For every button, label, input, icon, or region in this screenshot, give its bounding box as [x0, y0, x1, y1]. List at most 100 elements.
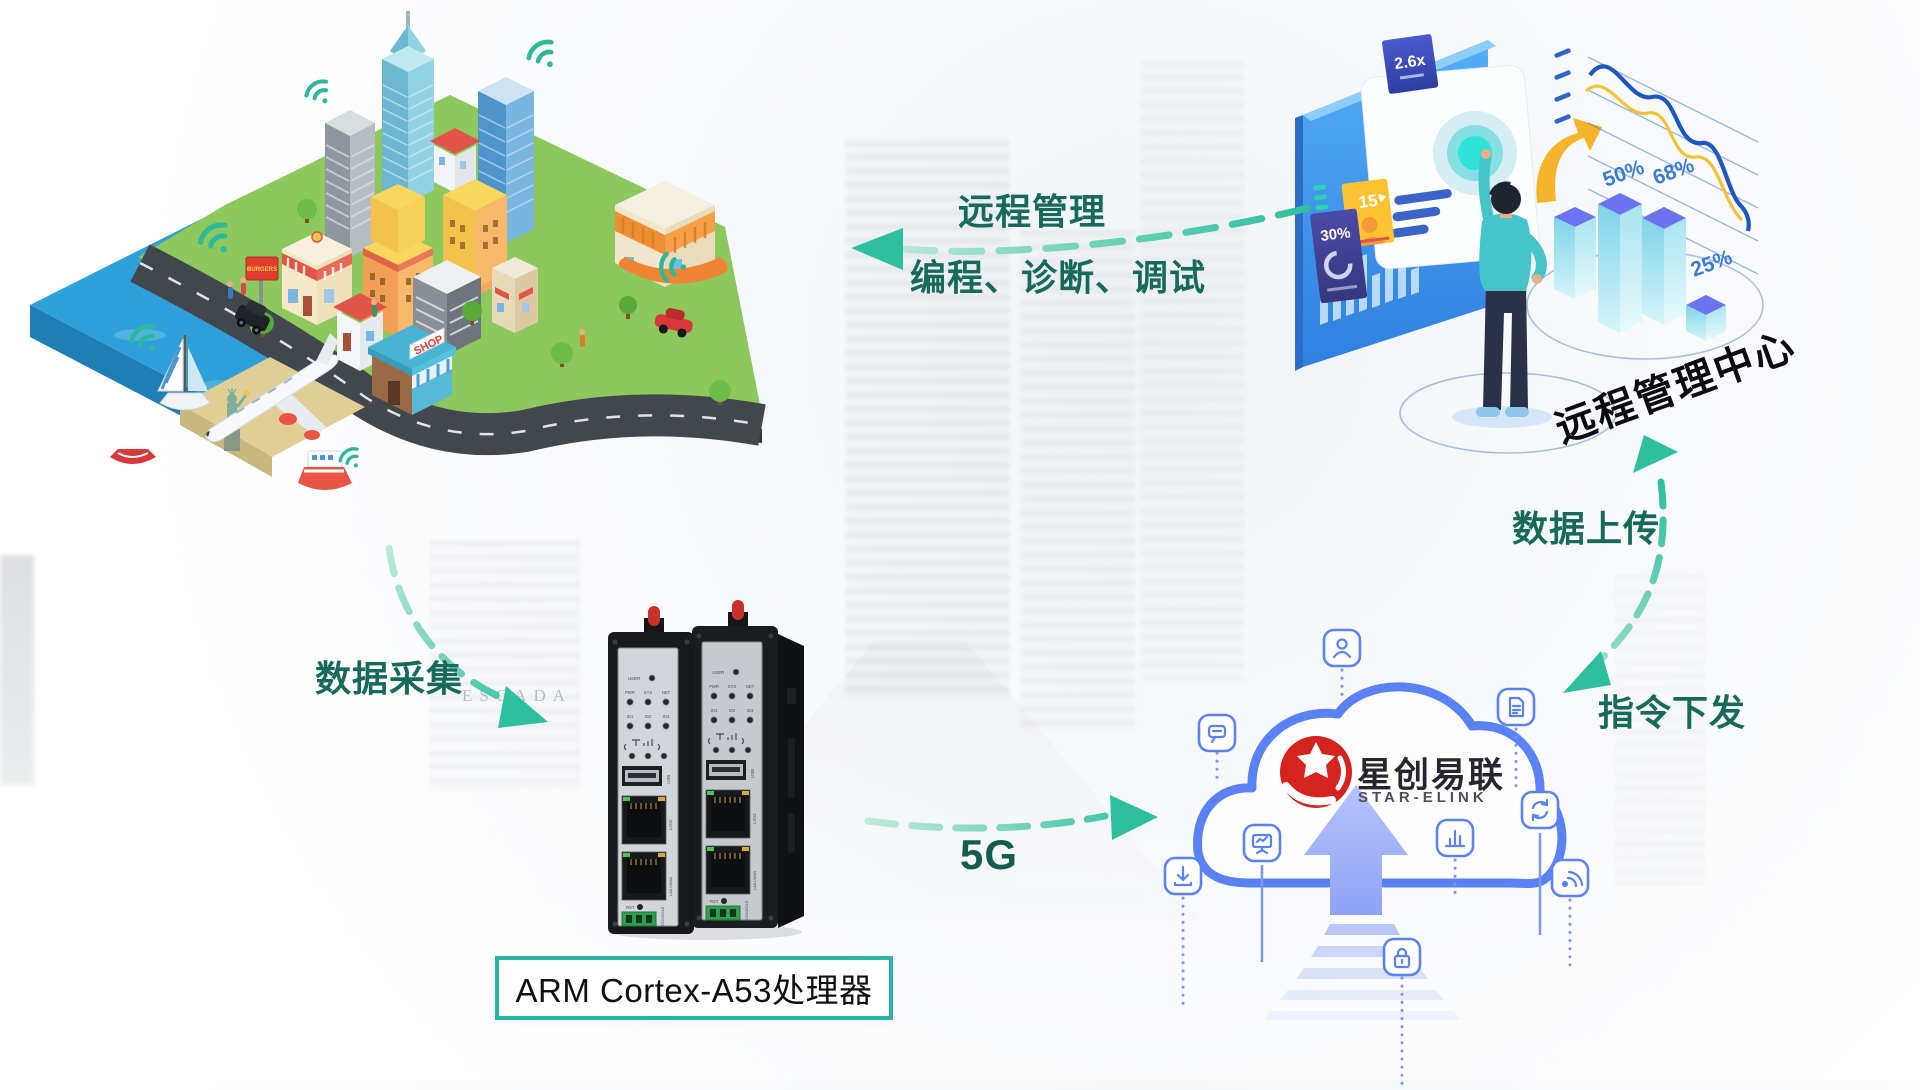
iso-bars — [1554, 193, 1726, 341]
remote-manage-detail-label: 编程、诊断、调试 — [910, 257, 1207, 298]
svg-text:USB: USB — [666, 775, 671, 784]
svg-text:NET: NET — [662, 690, 671, 695]
svg-text:IO1: IO1 — [627, 714, 634, 719]
chat-icon — [1197, 713, 1237, 753]
svg-text:USER: USER — [628, 676, 641, 681]
wifi-icon — [129, 324, 156, 351]
gray-modern-building — [413, 260, 481, 355]
burgers-billboard: BURGERS — [245, 256, 279, 307]
wifi-icon — [659, 251, 686, 283]
rowboat — [110, 449, 156, 464]
svg-text:LAN1/WAN: LAN1/WAN — [753, 870, 757, 890]
gateway-devices: USER PWR SYS NET IO1 IO2 IO3 USB — [608, 600, 804, 940]
svg-text:NET: NET — [746, 684, 755, 689]
svg-text:LAN2: LAN2 — [668, 819, 673, 830]
icon-connectors — [1181, 668, 1572, 1090]
remote-manage-label: 远程管理 — [958, 191, 1107, 232]
bg-building-dark — [0, 555, 34, 785]
arrow-remote-manage — [851, 204, 1312, 270]
axis-ticks — [1554, 48, 1571, 124]
burger-shop — [282, 231, 352, 325]
count-value: 15 — [1358, 191, 1379, 212]
cloud-icons — [1163, 628, 1590, 977]
line-chart — [1554, 48, 1759, 275]
svg-text:USB: USB — [750, 769, 755, 778]
gateway-device: USER PWR SYS NET IO1 IO2 IO3 USB — [608, 600, 804, 934]
chart-line-blue — [1588, 64, 1751, 232]
svg-text:IO3: IO3 — [747, 708, 754, 713]
red-roof-building — [430, 128, 480, 193]
floor-ring-inner — [1399, 372, 1617, 454]
orange-awning-shop — [615, 181, 728, 287]
svg-text:RST: RST — [710, 899, 719, 904]
shop-store: SHOP — [368, 325, 456, 415]
gray-tower — [325, 110, 375, 257]
person-figure — [1399, 149, 1617, 454]
user-icon — [1322, 628, 1362, 668]
star-elink-logo-emblem — [1280, 736, 1352, 808]
signal-glyph — [707, 733, 745, 745]
percent-card: 30% — [1310, 208, 1368, 304]
command-down-label: 指令下发 — [1598, 692, 1747, 733]
burgers-sign-text: BURGERS — [247, 267, 277, 273]
svg-text:SYS: SYS — [644, 690, 653, 695]
arrow-command-down — [1563, 478, 1667, 693]
beige-building — [492, 257, 538, 333]
spire-tower — [382, 11, 434, 203]
red-car — [654, 308, 693, 338]
bg-building-strip — [1020, 230, 1135, 730]
svg-text:PWR: PWR — [709, 684, 719, 689]
sync-icon — [1520, 790, 1560, 830]
presentation-icon — [1242, 823, 1282, 863]
arrow-5g — [864, 795, 1158, 840]
svg-text:SYS: SYS — [728, 684, 737, 689]
cloud-platform — [1163, 628, 1590, 1090]
yellow-arrow — [1536, 118, 1602, 203]
bg-building-strip — [1140, 60, 1245, 680]
suv — [235, 299, 270, 335]
percent-value: 30% — [1320, 224, 1352, 245]
arrow-data-collect — [385, 544, 548, 728]
svg-text:CONSOLE: CONSOLE — [744, 900, 749, 920]
document-icon — [1496, 687, 1536, 727]
sailboat — [157, 335, 211, 411]
svg-text:IO2: IO2 — [729, 708, 736, 713]
multiplier-value: 2.6x — [1393, 52, 1426, 73]
wifi-icons — [129, 39, 686, 468]
arrow-upload-triangle — [1633, 435, 1678, 473]
svg-text:IO2: IO2 — [645, 714, 652, 719]
svg-text:CONSOLE: CONSOLE — [660, 906, 665, 926]
svg-text:IO1: IO1 — [711, 708, 718, 713]
data-upload-label: 数据上传 — [1512, 508, 1661, 549]
lock-icon — [1382, 937, 1422, 977]
signal-icon — [1550, 858, 1590, 898]
bar-chart-icon — [1435, 818, 1475, 858]
svg-text:IO3: IO3 — [663, 714, 670, 719]
wifi-icon — [338, 447, 359, 468]
airplane — [205, 333, 339, 443]
data-collect-label: 数据采集 — [315, 658, 464, 699]
target-circles — [1433, 111, 1517, 195]
menu-lines — [1390, 189, 1452, 238]
bg-building-strip — [845, 140, 1010, 700]
svg-text:PWR: PWR — [625, 690, 635, 695]
multiplier-card: 2.6x — [1382, 34, 1439, 94]
svg-text:RST: RST — [626, 905, 635, 910]
wifi-icon — [304, 79, 329, 104]
network-5g-label: 5G — [960, 831, 1019, 878]
svg-text:LAN1/WAN: LAN1/WAN — [669, 876, 673, 896]
wifi-icon — [198, 222, 228, 253]
device-caption-box: ARM Cortex-A53处理器 — [495, 956, 893, 1020]
smart-city-illustration: BURGERS — [30, 11, 766, 490]
logo-en-text: STAR-ELINK — [1358, 789, 1488, 806]
svg-text:USER: USER — [712, 670, 725, 675]
management-center-illustration: 2.6x 15 30% — [1295, 34, 1764, 454]
chart-line-yellow — [1584, 84, 1744, 222]
device-caption-text: ARM Cortex-A53处理器 — [515, 972, 873, 1009]
pedestrians — [227, 277, 585, 347]
wifi-icon — [526, 39, 554, 68]
side-dashes — [1312, 184, 1329, 211]
download-icon — [1163, 856, 1203, 896]
